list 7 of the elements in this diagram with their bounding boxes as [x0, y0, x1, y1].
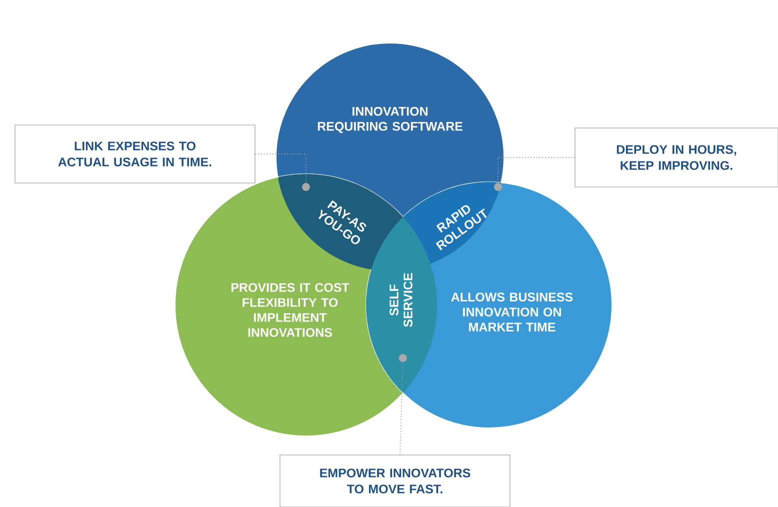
overlap-region: SELF SERVICE [366, 217, 437, 393]
callout-box: DEPLOY IN HOURS, KEEP IMPROVING. [574, 128, 778, 188]
leader-line [494, 157, 576, 191]
callout-box: EMPOWER INNOVATORS TO MOVE FAST. [280, 454, 510, 507]
leader-line [254, 154, 310, 191]
leader-line [398, 354, 407, 456]
callout-box: LINK EXPENSES TO ACTUAL USAGE IN TIME. [14, 124, 256, 184]
